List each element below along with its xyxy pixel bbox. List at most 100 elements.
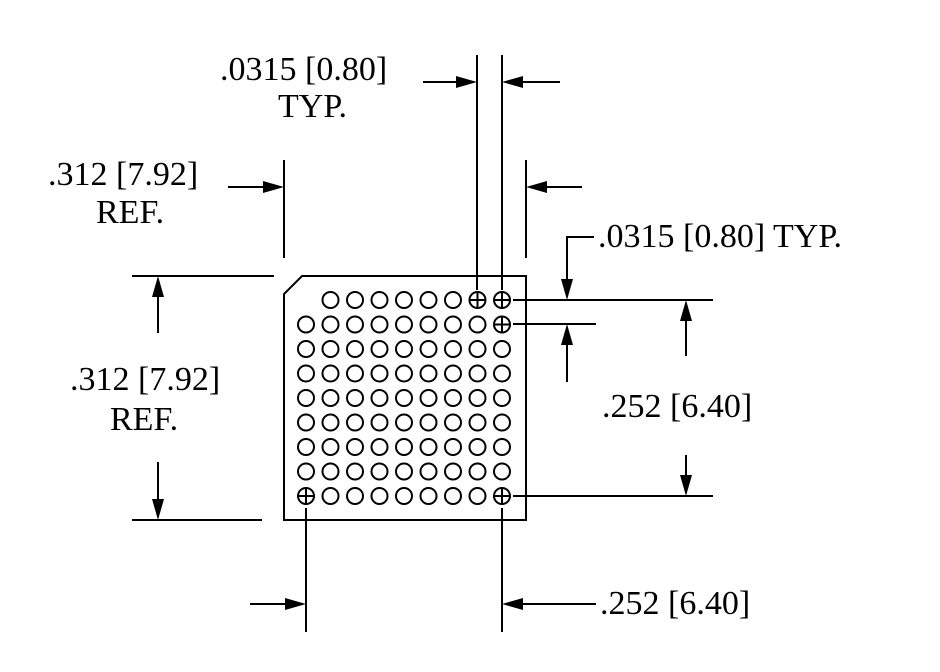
ball-row3-col1 [297,340,315,358]
arrow-pitch-x-left [456,76,477,88]
label-pitch-x-note: TYP. [278,88,347,125]
ball-row6-col1 [297,413,315,432]
package-body-outline [283,275,527,521]
ball-row7-col5 [395,438,413,456]
ball-row8-col7 [444,462,462,481]
ball-row2-col8 [468,315,487,334]
ball-row3-col3 [346,340,364,358]
ball-row6-col3 [346,413,364,432]
ball-row8-col8 [468,462,487,481]
ball-row5-col8 [468,389,487,407]
ball-row7-col2 [321,438,340,456]
ball-row3-col5 [395,340,413,358]
crosshair-icon [298,488,314,504]
label-body-height-note: REF. [110,401,178,438]
label-body-height: .312 [7.92] [70,361,220,398]
ball-row1-col4 [370,291,389,309]
ball-row4-col5 [395,364,413,383]
crosshair-icon [494,292,510,308]
ball-row4-col9 [493,364,511,383]
ball-row5-col2 [321,389,340,407]
ball-row2-col4 [370,315,389,334]
ball-row1-col6 [419,291,438,309]
ball-row1-col3 [346,291,364,309]
ball-row6-col6 [419,413,438,432]
label-span-y: .252 [6.40] [602,388,752,425]
arrow-body-height-top [152,276,164,297]
ball-row8-col6 [419,462,438,481]
ball-row3-col9 [493,340,511,358]
ball-row6-col2 [321,413,340,432]
ball-row5-col7 [444,389,462,407]
ball-row4-col3 [346,364,364,383]
ball-row9-col2 [321,487,340,505]
ball-row9-col3 [346,487,364,505]
arrow-span-x-left [285,598,306,610]
ball-row5-col4 [370,389,389,407]
ball-row3-col7 [444,340,462,358]
ball-row8-col5 [395,462,413,481]
label-pitch-x: .0315 [0.80] [220,51,387,88]
ball-row2-col2 [321,315,340,334]
leader-line-pitch-y [566,236,594,280]
ball-row8-col2 [321,462,340,481]
label-body-width-note: REF. [96,194,164,231]
ball-row1-col2 [321,291,340,309]
arrow-span-x-right [502,598,523,610]
ball-row9-col4 [370,487,389,505]
ball-row2-col3 [346,315,364,334]
ball-row8-col3 [346,462,364,481]
ball-row4-col6 [419,364,438,383]
ball-row4-col4 [370,364,389,383]
ball-row4-col7 [444,364,462,383]
arrow-pitch-y-bottom [561,324,573,345]
ball-row9-col7 [444,487,462,505]
ball-array [297,291,511,505]
ball-row5-col3 [346,389,364,407]
arrow-pitch-x-right [502,76,523,88]
ball-row6-col7 [444,413,462,432]
crosshair-icon [494,488,510,504]
ball-row7-col8 [468,438,487,456]
ball-row8-col1 [297,462,315,481]
ball-row8-col4 [370,462,389,481]
ball-row4-col8 [468,364,487,383]
ball-row4-col2 [321,364,340,383]
ball-row4-col1 [297,364,315,383]
ball-row6-col4 [370,413,389,432]
ball-row7-col7 [444,438,462,456]
ball-row3-col6 [419,340,438,358]
crosshair-icon [494,316,510,333]
arrow-span-y-bottom [680,475,692,496]
ball-row5-col6 [419,389,438,407]
ball-row2-col7 [444,315,462,334]
ball-row7-col9 [493,438,511,456]
ball-row2-col6 [419,315,438,334]
ball-row2-col5 [395,315,413,334]
label-span-x: .252 [6.40] [600,585,750,622]
ball-row1-col7 [444,291,462,309]
ball-row3-col2 [321,340,340,358]
arrow-span-y-top [680,300,692,321]
ball-row3-col8 [468,340,487,358]
ball-row9-col8 [468,487,487,505]
ball-row5-col5 [395,389,413,407]
ball-row7-col6 [419,438,438,456]
ball-row7-col4 [370,438,389,456]
ball-row7-col3 [346,438,364,456]
ball-row6-col9 [493,413,511,432]
label-body-width: .312 [7.92] [48,156,198,193]
arrow-body-height-bottom [152,499,164,520]
arrow-pitch-y-top [561,279,573,300]
ball-row5-col1 [297,389,315,407]
ball-row8-col9 [493,462,511,481]
ball-row1-col5 [395,291,413,309]
ball-row7-col1 [297,438,315,456]
crosshair-icon [469,292,486,308]
arrow-body-width-left [263,181,284,193]
ball-row6-col5 [395,413,413,432]
ball-row9-col5 [395,487,413,505]
arrow-body-width-right [526,181,547,193]
